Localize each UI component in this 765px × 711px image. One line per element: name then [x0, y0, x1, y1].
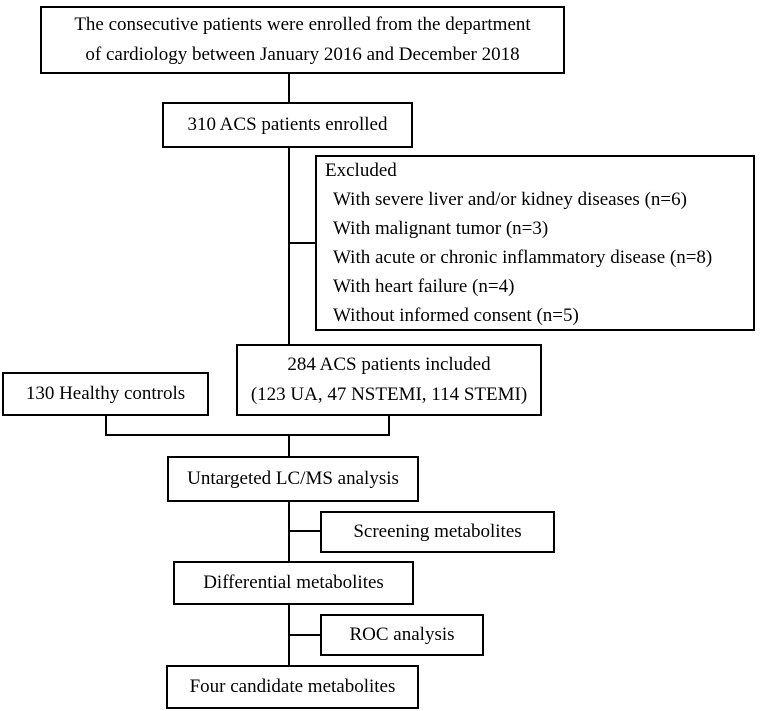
included-line-1: 284 ACS patients included [287, 354, 491, 375]
connector-included-down [388, 414, 390, 436]
enrollment-line-1: The consecutive patients were enrolled f… [74, 14, 531, 35]
roc-label: ROC analysis [349, 624, 455, 645]
excluded-item: With acute or chronic inflammatory disea… [333, 247, 713, 268]
connector-enrollment-to-enrolled [288, 72, 290, 104]
excluded-item: With malignant tumor (n=3) [333, 218, 549, 239]
connector-controls-down [105, 414, 107, 436]
included-line-2: (123 UA, 47 NSTEMI, 114 STEMI) [250, 384, 528, 405]
excluded-item: Without informed consent (n=5) [333, 305, 579, 326]
screening-box: Screening metabolites [320, 511, 555, 553]
connector-merge [105, 434, 390, 436]
excluded-box: Excluded With severe liver and/or kidney… [315, 155, 755, 331]
connector-to-screening [288, 530, 322, 532]
differential-label: Differential metabolites [203, 572, 384, 593]
controls-label: 130 Healthy controls [25, 383, 186, 404]
candidates-label: Four candidate metabolites [189, 676, 396, 697]
excluded-item: With severe liver and/or kidney diseases… [333, 189, 687, 210]
included-box: 284 ACS patients included (123 UA, 47 NS… [236, 344, 542, 416]
connector-to-roc [288, 634, 322, 636]
excluded-item: With heart failure (n=4) [333, 276, 515, 297]
connector-enrolled-to-included [288, 146, 290, 346]
differential-box: Differential metabolites [173, 561, 414, 605]
lcms-box: Untargeted LC/MS analysis [167, 456, 419, 502]
controls-box: 130 Healthy controls [2, 372, 209, 416]
enrollment-line-2: of cardiology between January 2016 and D… [85, 44, 520, 65]
roc-box: ROC analysis [320, 614, 484, 656]
enrollment-box: The consecutive patients were enrolled f… [40, 6, 565, 74]
screening-label: Screening metabolites [353, 521, 522, 542]
enrolled-box: 310 ACS patients enrolled [162, 102, 413, 148]
connector-merge-to-lcms [288, 434, 290, 458]
connector-to-excluded [288, 242, 317, 244]
excluded-title: Excluded [325, 160, 397, 181]
enrolled-label: 310 ACS patients enrolled [187, 114, 388, 135]
candidates-box: Four candidate metabolites [166, 665, 419, 709]
lcms-label: Untargeted LC/MS analysis [187, 468, 399, 489]
